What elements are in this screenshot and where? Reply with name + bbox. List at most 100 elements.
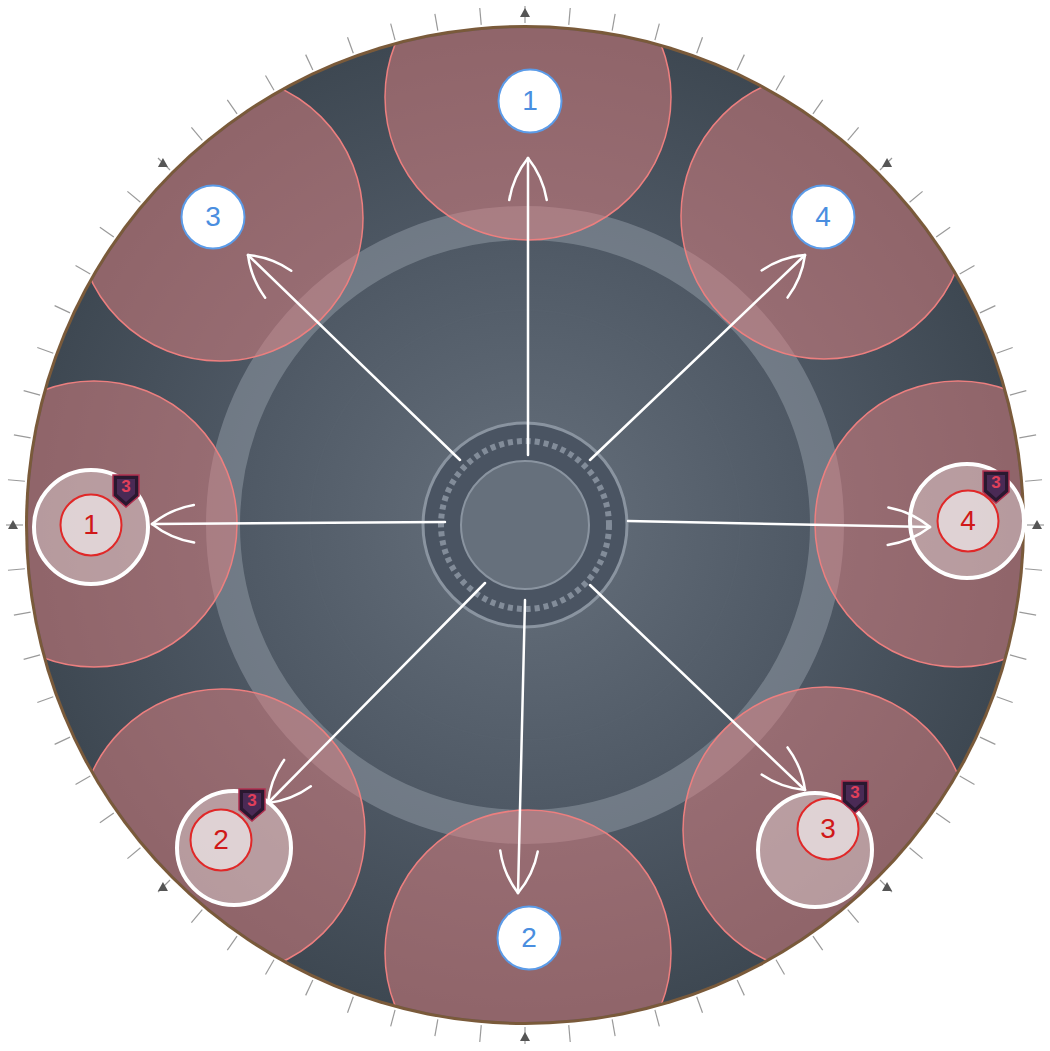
tick-mark	[910, 848, 923, 859]
arrow-line	[590, 585, 805, 790]
tick-mark	[880, 158, 892, 170]
tick-mark	[306, 980, 313, 995]
tick-mark	[8, 569, 25, 570]
tick-mark	[266, 76, 275, 91]
player-rings	[34, 464, 1024, 907]
tick-mark	[127, 191, 140, 202]
tick-mark	[997, 347, 1013, 353]
tick-mark	[227, 936, 237, 950]
direction-marker	[158, 158, 168, 167]
tick-mark	[1010, 391, 1026, 395]
tick-mark	[737, 55, 744, 70]
tick-mark	[880, 880, 892, 892]
tick-mark	[435, 1019, 438, 1036]
arrow-head	[518, 851, 538, 893]
arrow-head	[509, 158, 528, 200]
marker-number: 1	[83, 511, 99, 539]
arrow-line	[590, 255, 805, 460]
tick-mark	[306, 55, 313, 70]
direction-marker	[882, 882, 892, 891]
tick-mark	[76, 776, 91, 785]
tick-mark	[737, 980, 744, 995]
tick-mark	[480, 8, 481, 25]
arrow-head	[248, 255, 265, 298]
waymark-circle: 2	[496, 905, 562, 971]
aoe-zone	[385, 810, 671, 1051]
tick-mark	[936, 813, 950, 823]
player-marker: 1	[59, 493, 123, 557]
tick-mark	[980, 737, 995, 744]
arrow-line	[152, 522, 445, 524]
marker-outline	[499, 70, 562, 133]
aoe-zone	[77, 75, 363, 361]
aoe-zone	[683, 687, 969, 973]
marker-outline	[182, 186, 245, 249]
tick-mark	[391, 24, 395, 40]
debuff-icon: 3	[981, 469, 1011, 505]
tick-mark	[435, 14, 438, 31]
floor-ring	[310, 310, 740, 740]
direction-marker	[1032, 520, 1042, 529]
waymark-circle: 4	[790, 184, 856, 250]
tick-mark	[37, 697, 53, 703]
tick-mark	[8, 480, 25, 481]
arrow-line	[248, 255, 460, 460]
tick-mark	[697, 997, 703, 1013]
tick-mark	[100, 813, 114, 823]
tick-mark	[24, 655, 40, 659]
marker-number: 2	[213, 826, 229, 854]
marker-number: 2	[521, 924, 537, 952]
stack-count: 3	[850, 784, 859, 801]
shield-inner	[117, 479, 135, 502]
shield-shape	[842, 781, 868, 813]
debuff-icon: 3	[237, 787, 267, 823]
tick-mark	[158, 880, 170, 892]
direction-marker	[8, 520, 18, 529]
waymark-circle: 1	[497, 68, 563, 134]
direction-marker	[882, 158, 892, 167]
shield-inner	[243, 793, 261, 816]
direction-marker	[158, 882, 168, 891]
center-ornament	[441, 441, 609, 609]
arrow-line	[268, 583, 485, 803]
waymark-circle: 3	[180, 184, 246, 250]
shield-shape	[113, 475, 139, 507]
tick-mark	[655, 1010, 659, 1026]
tick-mark	[24, 391, 40, 395]
center-plate	[461, 461, 589, 589]
tick-mark	[1019, 435, 1036, 438]
debuff-icon: 3	[840, 779, 870, 815]
arrow-head	[788, 255, 805, 298]
tick-mark	[612, 14, 615, 31]
tick-mark	[848, 910, 859, 923]
arrow-line	[518, 600, 525, 893]
tick-mark	[347, 997, 353, 1013]
player-ring	[910, 464, 1024, 578]
move-arrows	[152, 158, 930, 893]
shield-shape	[983, 471, 1009, 503]
arrow-head	[152, 505, 194, 524]
marker-outline	[938, 491, 999, 552]
tick-mark	[191, 910, 202, 923]
stack-count: 3	[121, 478, 130, 495]
tick-mark	[1010, 655, 1026, 659]
tick-mark	[655, 24, 659, 40]
tick-mark	[910, 191, 923, 202]
marker-number: 3	[820, 815, 836, 843]
tick-mark	[960, 266, 975, 275]
aoe-zone	[815, 381, 1050, 667]
tick-mark	[776, 960, 785, 975]
arrow-line	[527, 158, 530, 455]
tick-mark	[347, 37, 353, 53]
tick-mark	[158, 158, 170, 170]
stack-count: 3	[991, 474, 1000, 491]
marker-outline	[498, 907, 561, 970]
marker-outline	[191, 810, 252, 871]
debuff-icon: 3	[111, 473, 141, 509]
aoe-zone	[681, 73, 967, 359]
player-ring	[34, 470, 148, 584]
tick-mark	[480, 1025, 481, 1042]
shield-inner	[846, 785, 864, 808]
arrow-head	[888, 507, 930, 527]
